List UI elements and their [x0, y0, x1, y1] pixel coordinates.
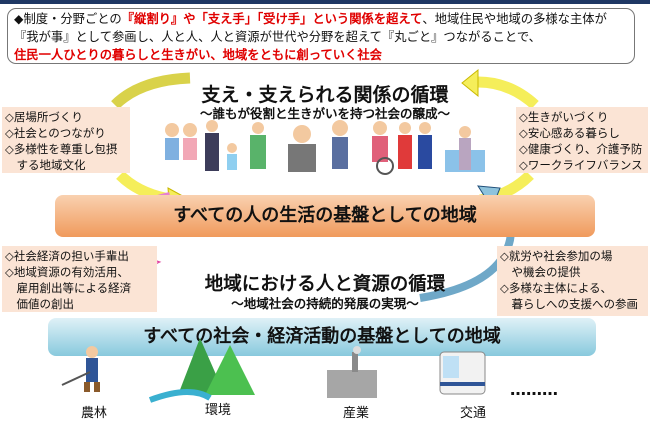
- farmer-icon: [61, 346, 100, 392]
- arrow-top-right: [477, 76, 539, 110]
- life-foundation-band: すべての人の生活の基盤としての地域: [55, 195, 595, 237]
- upper-cycle-subtitle: ～誰もが役割と生きがいを持つ社会の醸成～: [199, 106, 450, 121]
- top-bar: [0, 0, 650, 4]
- person-figures: [165, 120, 485, 175]
- economy-foundation-band: すべての社会・経済活動の基盤としての地域: [48, 318, 596, 356]
- upper-right-box: ◇生きがいづくり ◇安心感ある暮らし ◇健康づくり、介護予防 ◇ワークライフバラ…: [516, 107, 648, 173]
- list-item: ◇地域資源の有効活用、: [5, 265, 129, 279]
- upper-cycle-title: 支え・支えられる関係の循環: [201, 84, 449, 106]
- lower-cycle-subtitle: ～地域社会の持続的発展の実現～: [231, 296, 419, 311]
- list-item: ◇社会とのつながり: [5, 126, 106, 140]
- list-item: ◇就労や社会参加の場: [500, 249, 613, 263]
- sector-label: 農林: [81, 406, 108, 421]
- list-item: ◇生きがいづくり: [519, 110, 609, 124]
- intro-box: ◆制度・分野ごとの『縦割り』や「支え手」「受け手」という関係を超えて、地域住民や…: [7, 8, 635, 64]
- bus-icon: [439, 351, 486, 395]
- list-item: ◇居場所づくり: [5, 110, 83, 124]
- intro-text-1: 制度・分野ごとの: [23, 12, 122, 26]
- mountain-icon: [148, 338, 255, 403]
- list-item: ◇多様性を尊重し包摂: [5, 142, 118, 156]
- list-item: 雇用創出等による経済: [5, 281, 132, 295]
- list-item: ◇健康づくり、介護予防: [519, 142, 643, 156]
- list-item: する地域文化: [5, 158, 86, 172]
- lower-cycle-title: 地域における人と資源の循環: [204, 274, 446, 295]
- list-item: や機会の提供: [500, 265, 581, 279]
- intro-emphasis-1: 『縦割り』や「支え手」「受け手」という関係を超えて: [121, 12, 423, 26]
- ellipsis: ………: [510, 380, 558, 399]
- sector-label: 交通: [460, 406, 487, 421]
- factory-icon: [327, 346, 377, 398]
- sector-label: 産業: [343, 406, 370, 421]
- arrowhead-top-right: [461, 68, 479, 98]
- list-item: ◇社会経済の担い手輩出: [5, 249, 129, 263]
- list-item: 価値の創出: [5, 297, 74, 311]
- bullet: ◆: [14, 12, 24, 26]
- lower-right-box: ◇就労や社会参加の場 や機会の提供 ◇多様な主体による、 暮らしへの支援への参画: [497, 246, 648, 316]
- list-item: ◇多様な主体による、: [500, 281, 612, 295]
- list-item: 暮らしへの支援への参画: [500, 297, 638, 311]
- intro-emphasis-2: 住民一人ひとりの暮らしと生きがい、地域をともに創っていく社会: [14, 48, 382, 62]
- list-item: ◇安心感ある暮らし: [519, 126, 620, 140]
- arrow-top-left: [111, 72, 191, 110]
- list-item: ◇ワークライフバランス: [519, 158, 643, 172]
- upper-left-box: ◇居場所づくり ◇社会とのつながり ◇多様性を尊重し包摂 する地域文化: [2, 107, 130, 173]
- sector-label: 環境: [205, 403, 232, 418]
- lower-left-box: ◇社会経済の担い手輩出 ◇地域資源の有効活用、 雇用創出等による経済 価値の創出: [2, 246, 157, 312]
- intro-text-2: 、地域住民や地域の多様な主体が『我が事』として参画し、人と人、人と資源が世代や分…: [14, 12, 607, 44]
